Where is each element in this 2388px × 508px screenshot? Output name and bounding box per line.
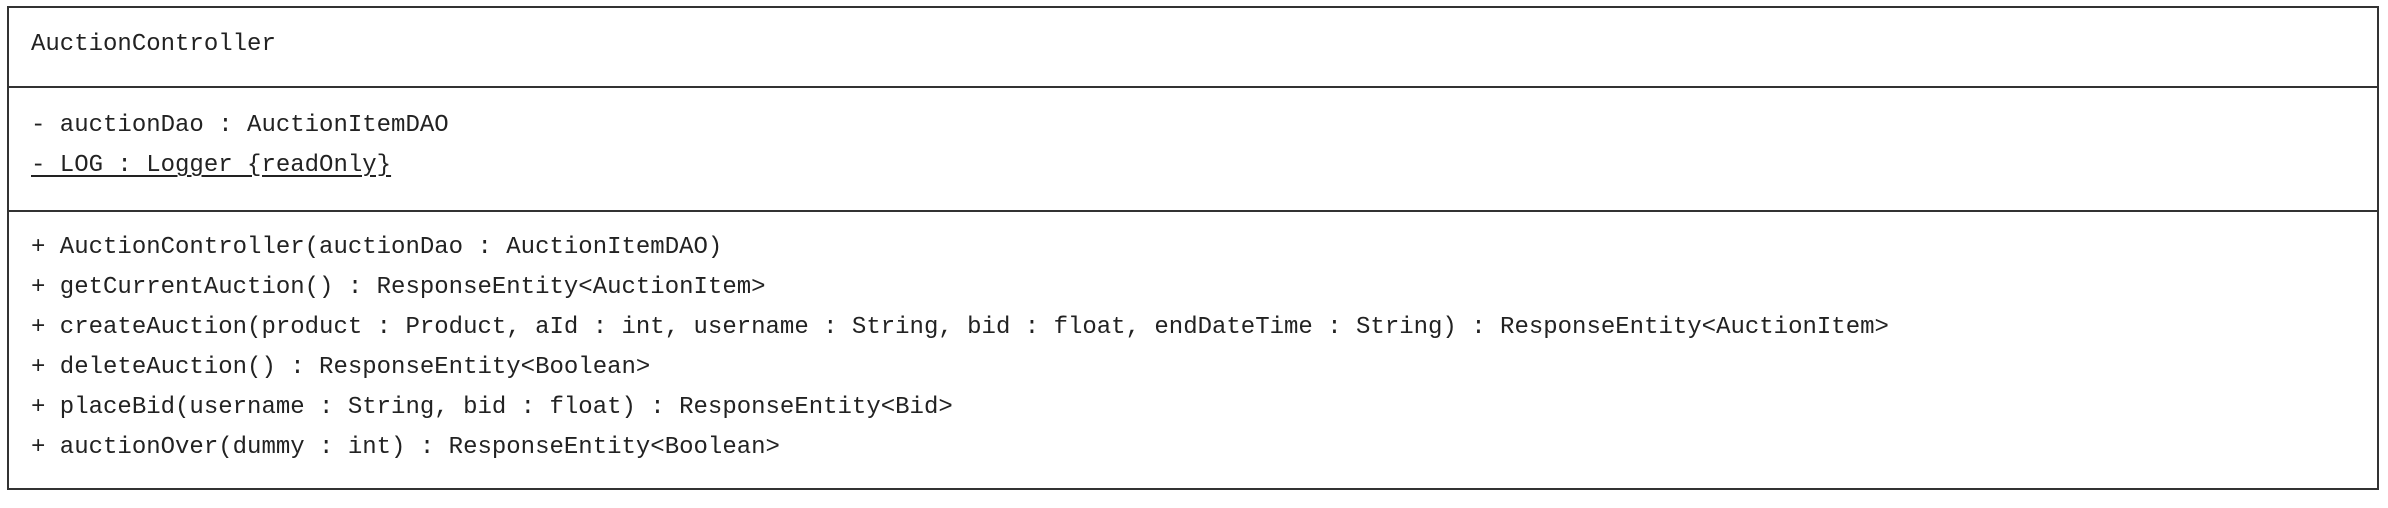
operation-constructor: + AuctionController(auctionDao : Auction… xyxy=(31,234,723,261)
attribute-auction-dao: - auctionDao : AuctionItemDAO xyxy=(31,112,449,139)
operation-auction-over: + auctionOver(dummy : int) : ResponseEnt… xyxy=(31,434,780,461)
attribute-log: - LOG : Logger {readOnly} xyxy=(31,152,392,179)
class-name-compartment: AuctionController xyxy=(9,8,2377,88)
operation-place-bid: + placeBid(username : String, bid : floa… xyxy=(31,394,953,421)
operations-compartment: + AuctionController(auctionDao : Auction… xyxy=(9,212,2377,468)
operation-delete-auction: + deleteAuction() : ResponseEntity<Boole… xyxy=(31,354,651,381)
operation-create-auction: + createAuction(product : Product, aId :… xyxy=(31,314,1889,341)
attributes-compartment: - auctionDao : AuctionItemDAO - LOG : Lo… xyxy=(9,88,2377,212)
operation-get-current-auction: + getCurrentAuction() : ResponseEntity<A… xyxy=(31,274,766,301)
uml-class-box: AuctionController - auctionDao : Auction… xyxy=(7,6,2379,490)
class-name: AuctionController xyxy=(31,31,276,58)
